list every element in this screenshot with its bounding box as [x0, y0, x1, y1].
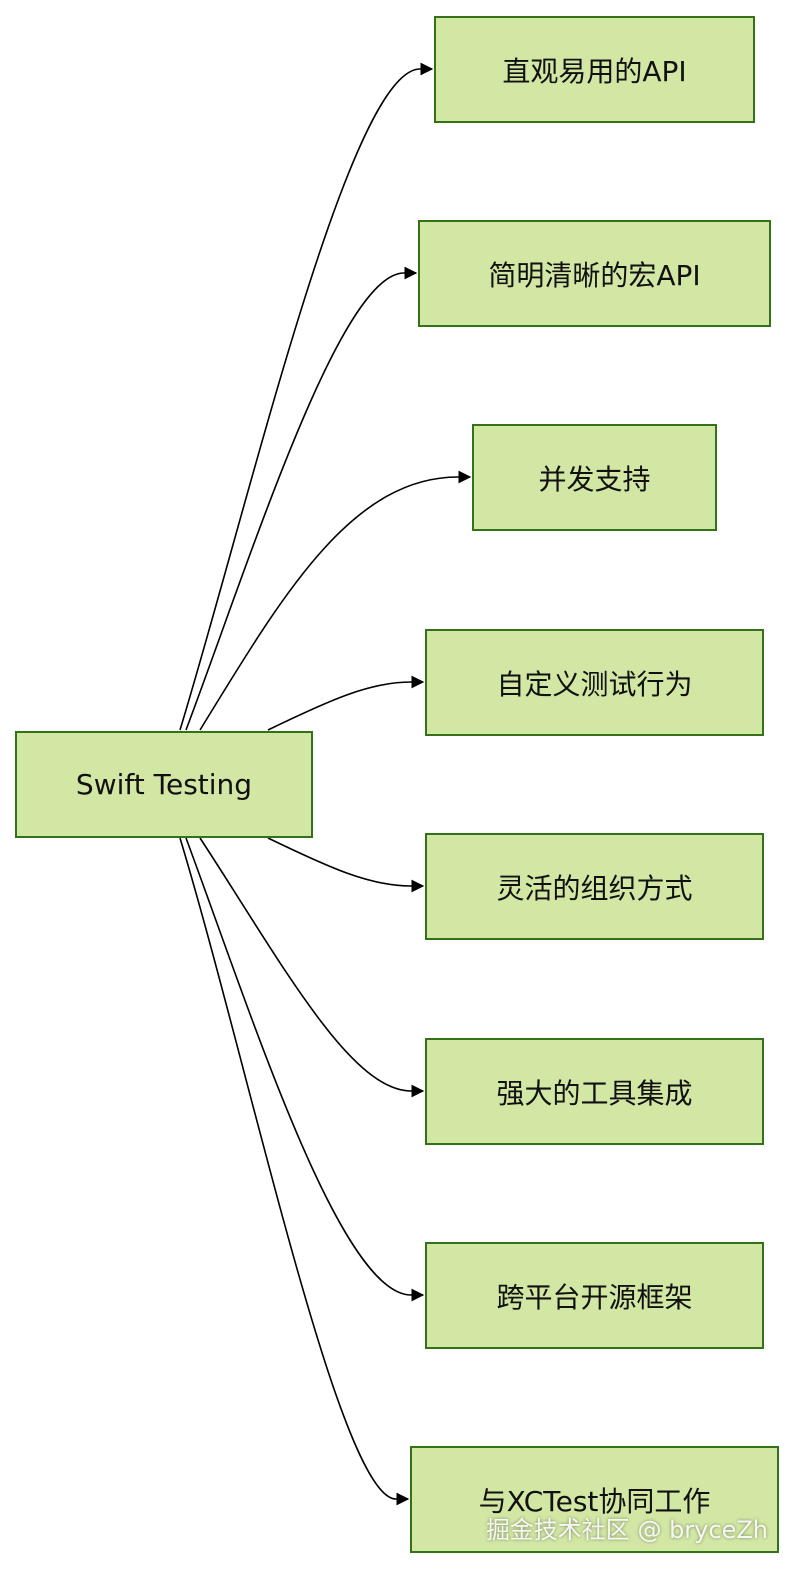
child-node-label: 与XCTest协同工作 — [478, 1484, 711, 1518]
child-node-label: 并发支持 — [538, 462, 651, 496]
child-node: 直观易用的API — [434, 16, 755, 123]
edge-1 — [185, 266, 418, 731]
child-node: 强大的工具集成 — [425, 1038, 764, 1145]
watermark: 掘金技术社区 @ bryceZh — [485, 1516, 768, 1544]
root-node: Swift Testing — [15, 731, 313, 838]
edge-0 — [179, 62, 434, 731]
child-node: 跨平台开源框架 — [425, 1242, 764, 1349]
edge-3 — [267, 675, 425, 731]
root-node-label: Swift Testing — [75, 768, 253, 801]
child-node-label: 直观易用的API — [502, 54, 687, 88]
edge-5 — [199, 837, 425, 1098]
child-node-label: 跨平台开源框架 — [496, 1280, 693, 1314]
child-node-label: 强大的工具集成 — [496, 1076, 693, 1110]
edge-2 — [199, 470, 472, 731]
child-node: 自定义测试行为 — [425, 629, 764, 736]
edge-7 — [179, 837, 410, 1506]
edge-6 — [185, 837, 425, 1302]
child-node: 并发支持 — [472, 424, 717, 531]
child-node: 与XCTest协同工作 — [410, 1446, 779, 1553]
child-node-label: 自定义测试行为 — [496, 667, 693, 701]
edge-4 — [267, 837, 425, 893]
child-node-label: 简明清晰的宏API — [488, 258, 701, 292]
child-node-label: 灵活的组织方式 — [496, 871, 693, 905]
child-node: 简明清晰的宏API — [418, 220, 771, 327]
child-node: 灵活的组织方式 — [425, 833, 764, 940]
